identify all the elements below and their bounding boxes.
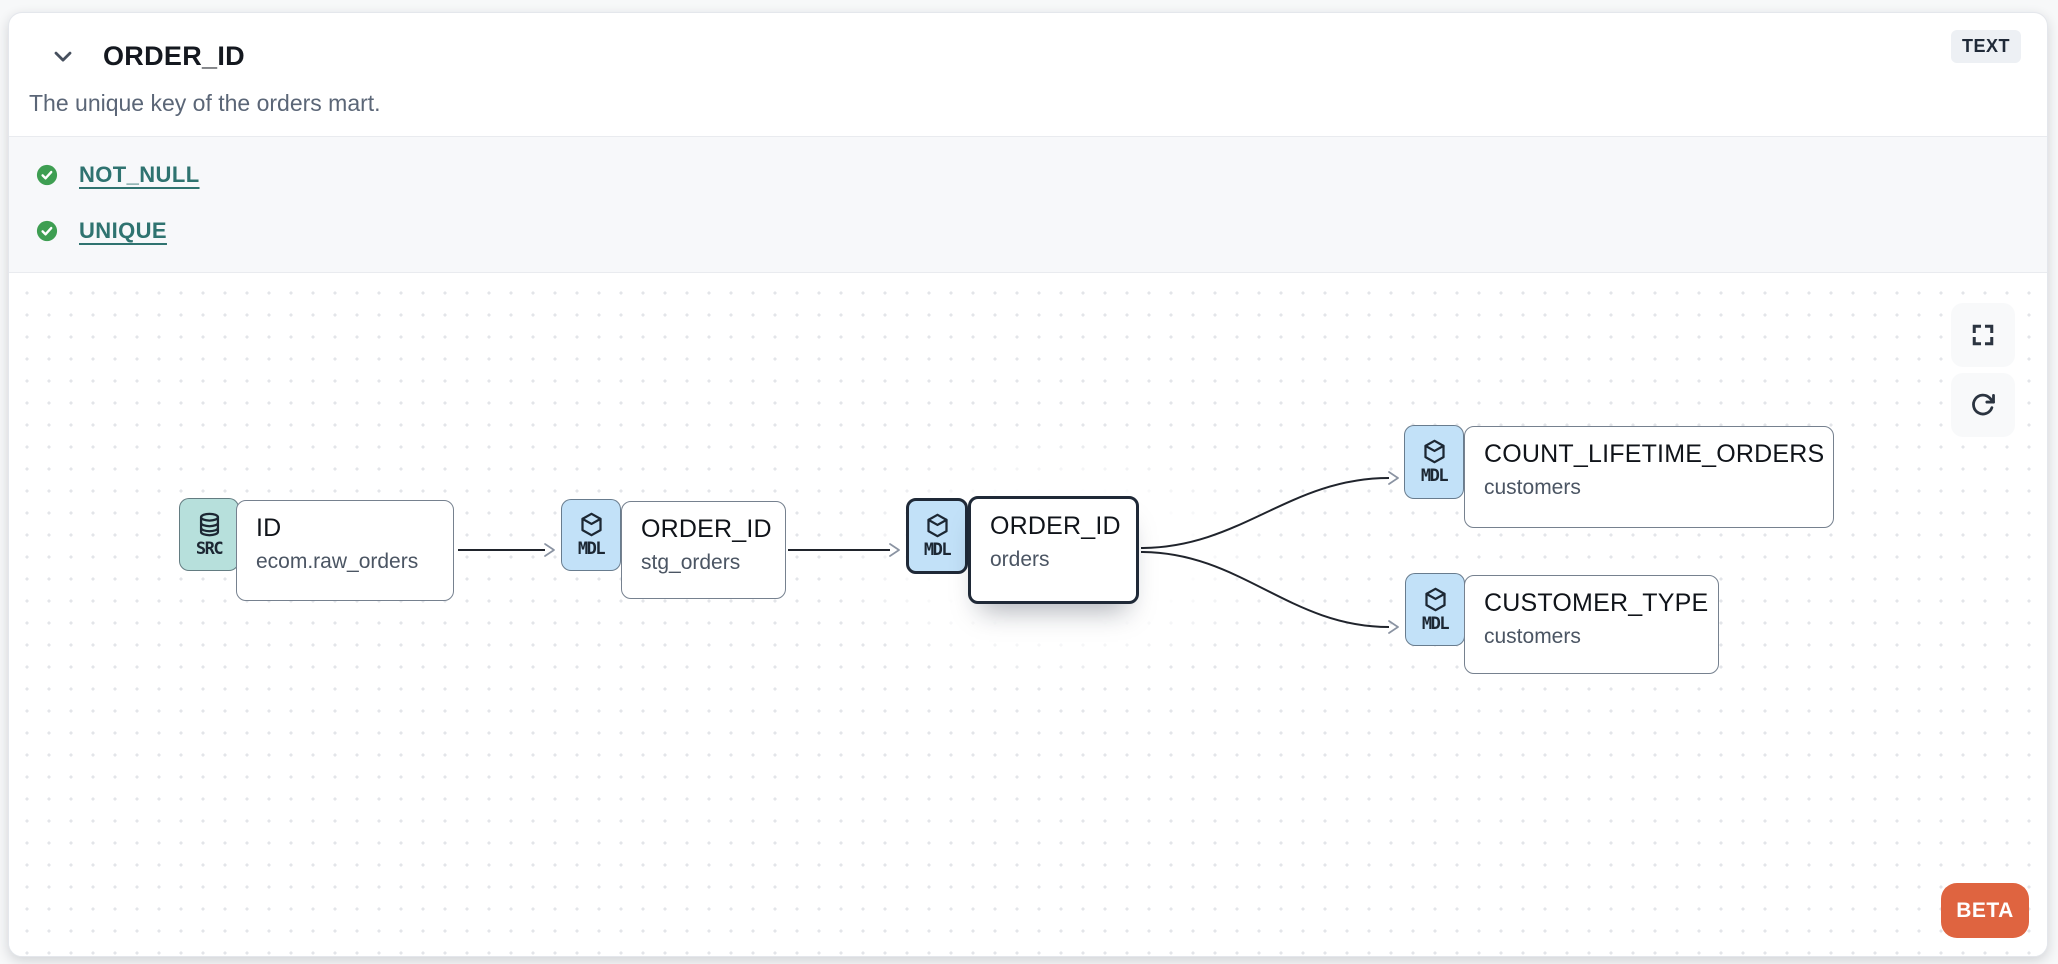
beta-badge: BETA bbox=[1941, 883, 2029, 938]
chevron-down-icon bbox=[54, 51, 72, 62]
cube-icon bbox=[1424, 587, 1446, 611]
lineage-canvas[interactable]: SRC ID ecom.raw_orders MDL ORDER_ID stg_… bbox=[9, 273, 2047, 956]
collapse-button[interactable] bbox=[47, 40, 79, 72]
node-badge-mdl: MDL bbox=[561, 499, 621, 571]
cube-icon bbox=[1423, 439, 1445, 464]
tests-section: NOT_NULL UNIQUE bbox=[9, 136, 2047, 273]
node-badge-mdl: MDL bbox=[906, 498, 968, 574]
refresh-icon bbox=[1972, 393, 1995, 416]
test-row: UNIQUE bbox=[36, 218, 2047, 244]
node-badge-label: SRC bbox=[195, 538, 224, 559]
column-type-badge: TEXT bbox=[1950, 30, 2021, 63]
cube-icon bbox=[580, 512, 602, 537]
node-title: CUSTOMER_TYPE bbox=[1484, 589, 1709, 617]
test-link-not-null[interactable]: NOT_NULL bbox=[79, 162, 200, 187]
fullscreen-button[interactable] bbox=[1951, 303, 2015, 367]
node-badge-label: MDL bbox=[1420, 466, 1449, 486]
node-subtitle: orders bbox=[990, 548, 1050, 571]
node-subtitle: stg_orders bbox=[641, 551, 741, 574]
node-card: CUSTOMER_TYPE customers bbox=[1464, 575, 1719, 674]
column-detail-panel: ORDER_ID TEXT The unique key of the orde… bbox=[8, 12, 2048, 957]
check-circle-icon bbox=[36, 164, 58, 186]
lineage-edges bbox=[458, 471, 1399, 634]
panel-header: ORDER_ID TEXT The unique key of the orde… bbox=[9, 13, 2047, 136]
node-subtitle: customers bbox=[1484, 625, 1581, 648]
check-circle-icon bbox=[36, 220, 58, 242]
node-badge-src: SRC bbox=[179, 498, 239, 571]
database-icon bbox=[199, 512, 219, 536]
page-title: ORDER_ID bbox=[103, 40, 245, 71]
node-title: ORDER_ID bbox=[990, 512, 1121, 540]
node-title: COUNT_LIFETIME_ORDERS bbox=[1484, 440, 1825, 468]
test-row: NOT_NULL bbox=[36, 162, 2047, 188]
node-title: ORDER_ID bbox=[641, 515, 772, 543]
node-subtitle: customers bbox=[1484, 476, 1581, 499]
fullscreen-icon bbox=[1972, 324, 1994, 346]
cube-icon bbox=[926, 513, 948, 538]
node-badge-label: MDL bbox=[1421, 613, 1450, 634]
node-card: ORDER_ID stg_orders bbox=[621, 501, 786, 599]
column-description: The unique key of the orders mart. bbox=[29, 90, 381, 116]
node-title: ID bbox=[256, 514, 282, 542]
node-badge-label: MDL bbox=[923, 540, 952, 560]
test-link-unique[interactable]: UNIQUE bbox=[79, 218, 167, 243]
node-card: ID ecom.raw_orders bbox=[236, 500, 454, 601]
node-badge-mdl: MDL bbox=[1404, 425, 1464, 499]
node-subtitle: ecom.raw_orders bbox=[256, 550, 419, 573]
node-badge-mdl: MDL bbox=[1405, 573, 1465, 646]
refresh-button[interactable] bbox=[1951, 373, 2015, 437]
node-badge-label: MDL bbox=[577, 539, 606, 559]
node-card: COUNT_LIFETIME_ORDERS customers bbox=[1464, 426, 1834, 528]
node-card: ORDER_ID orders bbox=[968, 496, 1139, 604]
